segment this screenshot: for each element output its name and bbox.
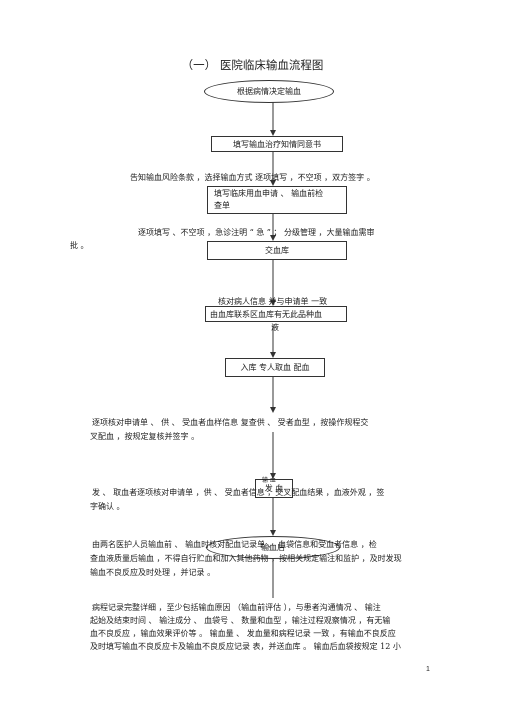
informed-consent-box: 填写输血治疗知情同意书 [211, 136, 343, 152]
issue-blood-label: 发 血 [264, 484, 284, 493]
note-records-line2: 起始及结束时间 、 输注成分 、 血袋号 、 数量和血型 ，输注过程观察情况 ，… [90, 616, 391, 625]
note-issue-line1: 发 、 取血者逐项核对申请单 ，供 、 受血者信息 ，交叉配血结果 ，血液外观 … [92, 488, 385, 497]
note-transfusion-line2: 查血液质量后输血 ，不得自行贮血和加入其他药物 ，按相关规定输注和监护 ，及时发… [90, 554, 402, 563]
start-oval: 根据病情决定输血 [204, 80, 334, 103]
note-crossmatch-line2: 叉配血 ，按规定复核并签字 。 [90, 432, 200, 441]
post-transfusion-oval: 输血后 [206, 536, 340, 559]
bloodbank-contact-label: 由血库联系区血库有无此品种血 [210, 309, 322, 319]
note-issue-line2: 字确认 。 [90, 502, 125, 511]
note-fill-rules-line2: 批 。 [70, 241, 89, 250]
send-to-bloodbank-label: 交血库 [265, 246, 289, 255]
note-transfusion-line3: 输血不良反应及时处理 ，并记录 。 [90, 568, 216, 577]
note-risk-consent: 告知输血风险条款 ，选择输血方式 逐项填写 ，不空项 ，双方签字 。 [130, 173, 375, 182]
note-records-line4: 及时填写输血不良反应卡及输血不良反应记录 表，并送血库 。 输血后血袋按规定 1… [90, 642, 401, 651]
note-records-line3: 血不良反应 ，输血效果评价等 。 输血量 、 发血量和病程记录 一致 ，有输血不… [90, 629, 396, 638]
bloodbank-contact-box: 由血库联系区血库有无此品种血 [205, 306, 347, 322]
note-records-line1: 病程记录完整详细 ，至少包括输血原因 （输血前评估 ），与患者沟通情况 、 输注 [92, 603, 381, 612]
note-fill-rules-line1: 逐项填写 、不空项 ，急诊注明 “ 急 ” ； 分级管理 ，大量输血需审 [138, 228, 375, 237]
note-crossmatch-line1: 逐项核对申请单 、 供 、 受血者血样信息 复查供 、 受者血型 ，按操作规程交 [92, 418, 369, 427]
bloodbank-contact-line3: 液 [271, 323, 279, 332]
issue-blood-small-label: 输 血 [262, 477, 276, 484]
storage-crossmatch-box: 入库 专人取血 配血 [225, 358, 325, 377]
note-transfusion-line1: 由两名医护人员输血前 、 输血时核对配血记录单 、 血袋信息和受血者信息 ，检 [92, 540, 377, 549]
page-title: （一） 医院临床输血流程图 [181, 58, 324, 72]
send-to-bloodbank-box: 交血库 [207, 241, 347, 260]
blood-request-box: 填写临床用血申请 、 输血前检 查单 [207, 186, 347, 214]
note-verify-patient: 核对病人信息 并与申请单 一致 [218, 297, 328, 306]
issue-blood-box: 发 血 [255, 479, 293, 498]
storage-crossmatch-label: 入库 专人取血 配血 [240, 363, 310, 372]
page-number: 1 [426, 666, 430, 673]
blood-request-line1: 填写临床用血申请 、 输血前检 [214, 189, 324, 198]
post-transfusion-label: 输血后 [261, 543, 285, 552]
start-label: 根据病情决定输血 [237, 87, 301, 96]
blood-request-line2: 查单 [214, 201, 230, 210]
informed-consent-label: 填写输血治疗知情同意书 [233, 139, 321, 149]
